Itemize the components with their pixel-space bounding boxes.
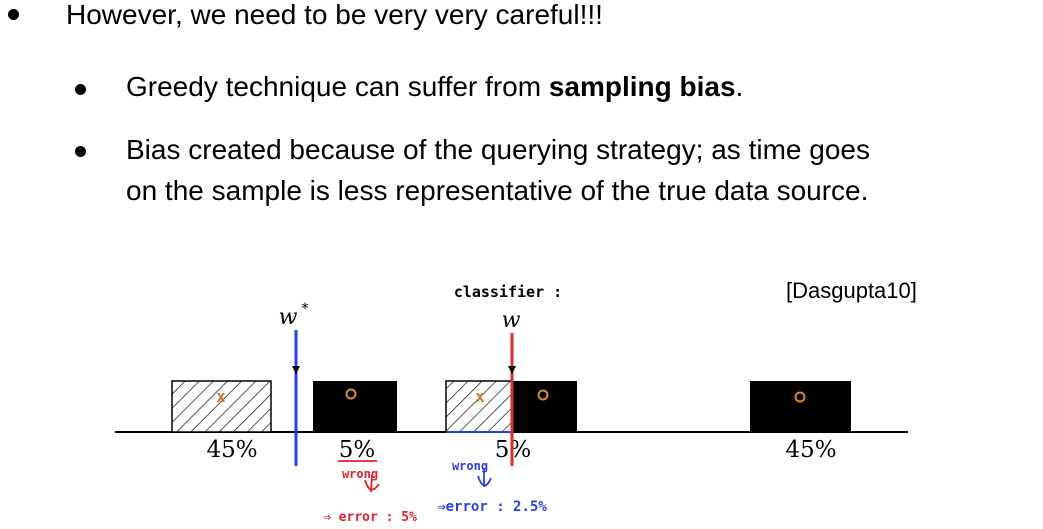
bullet-dot-sub2 xyxy=(75,146,86,157)
bin-3-hatched-half xyxy=(445,380,513,433)
bullet-dot-main xyxy=(8,9,19,20)
wrong-note-2: wrong xyxy=(452,459,488,473)
bullet-main: However, we need to be very very careful… xyxy=(66,0,603,34)
bullet-sub1-suffix: . xyxy=(735,71,744,102)
bin-1-mark: x xyxy=(216,387,226,406)
reference-text: [Dasgupta10] xyxy=(786,278,917,303)
bin-3-mark-o xyxy=(537,389,549,401)
bullet-sub2-line1: Bias created because of the querying str… xyxy=(126,131,870,169)
bin-3-percent: 5% xyxy=(495,437,532,463)
w-star-superscript: * xyxy=(302,301,309,317)
bullet-sub2-text-1: Bias created because of the querying str… xyxy=(126,134,870,165)
bullet-sub1-bold: sampling bias xyxy=(548,71,736,102)
bullet-sub2-text-2: on the sample is less representative of … xyxy=(126,175,869,206)
classifier-note: classifier : xyxy=(454,283,562,301)
bin-4-percent: 45% xyxy=(785,437,836,463)
bin-2-percent: 5% xyxy=(339,437,376,463)
bin-2-mark xyxy=(345,388,357,400)
bin-3-solid-half xyxy=(512,381,577,432)
w-star-arrowhead xyxy=(292,366,300,374)
bullet-sub1: Greedy technique can suffer from samplin… xyxy=(126,68,743,106)
wrong-arrow-2 xyxy=(477,468,492,487)
w-star-label: w xyxy=(279,305,298,330)
reference-citation: [Dasgupta10] xyxy=(786,276,917,306)
bin-4-solid xyxy=(750,381,851,432)
bin-1-percent: 45% xyxy=(206,437,257,463)
w-arrowhead xyxy=(508,366,516,374)
wrong-note-1: wrong xyxy=(342,467,378,481)
w-label: w xyxy=(502,308,521,333)
error-note-2: ⇒error : 2.5% xyxy=(437,499,547,515)
bullet-dot-sub1 xyxy=(75,84,86,95)
bin-2-solid xyxy=(313,381,397,432)
bullet-main-text: However, we need to be very very careful… xyxy=(66,0,603,30)
bin-1-hatched xyxy=(171,380,272,433)
bullet-sub1-text: Greedy technique can suffer from xyxy=(126,71,549,102)
bullet-sub2-line2: on the sample is less representative of … xyxy=(126,172,868,210)
bin-4-mark xyxy=(794,391,806,403)
wrong-arrow-1 xyxy=(364,474,380,493)
bin-3-mark-x: x xyxy=(475,387,485,406)
error-note-1: ⇒ error : 5% xyxy=(323,510,417,525)
